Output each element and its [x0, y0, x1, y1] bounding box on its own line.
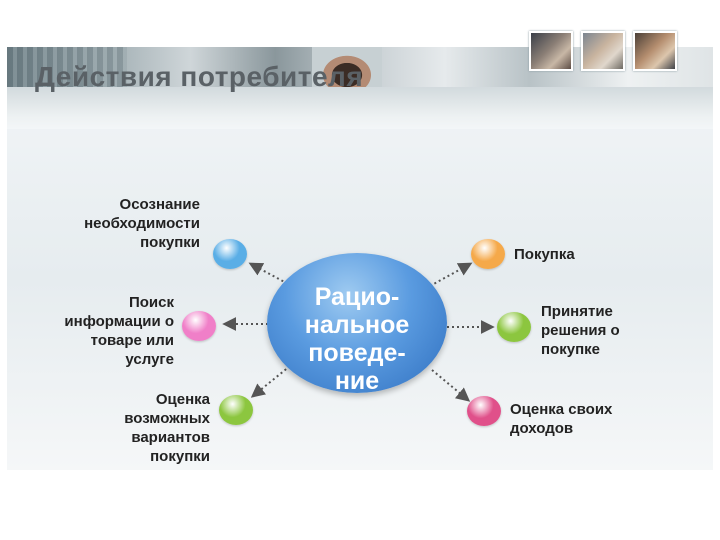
node-awareness — [213, 239, 247, 269]
label-awareness: Осознание необходимости покупки — [84, 195, 200, 252]
label-income: Оценка своих доходов — [510, 400, 612, 438]
node-search — [182, 311, 216, 341]
label-evaluation: Оценка возможных вариантов покупки — [124, 390, 210, 466]
node-purchase — [471, 239, 505, 269]
label-decision: Принятие решения о покупке — [541, 302, 620, 359]
label-search: Поиск информации о товаре или услуге — [64, 293, 174, 369]
rational-behavior-label: Рацио- нальное поведе- ние — [267, 283, 447, 395]
node-income — [467, 396, 501, 426]
node-evaluation — [219, 395, 253, 425]
label-purchase: Покупка — [514, 245, 575, 264]
node-decision — [497, 312, 531, 342]
